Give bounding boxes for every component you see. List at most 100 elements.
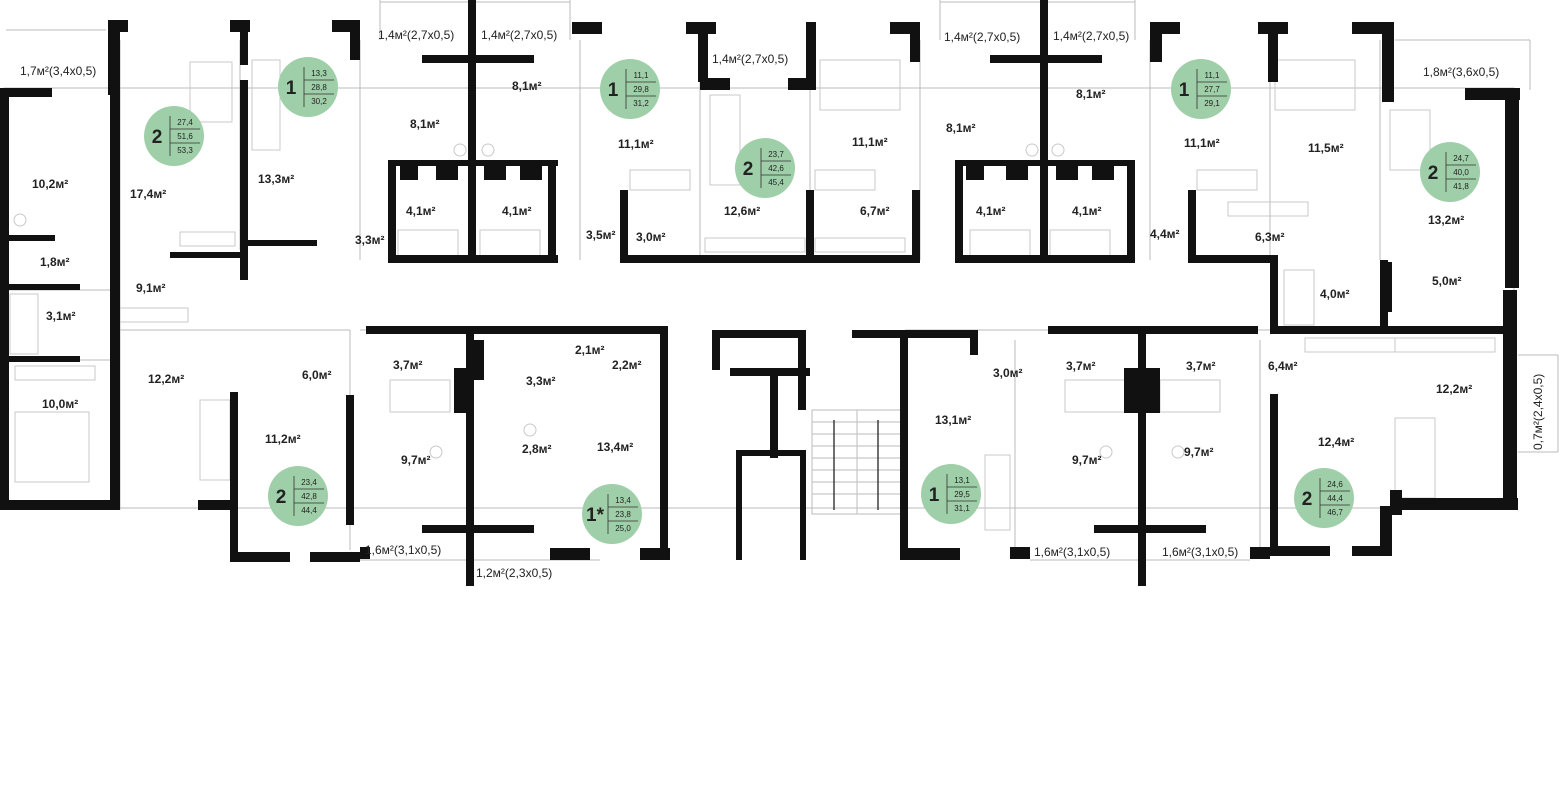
apartment-badge: 2 24,6 44,4 46,7 (1294, 468, 1354, 528)
room-area-label: 6,3м² (1255, 230, 1285, 244)
balcony-label: 1,6м²(3,1х0,5) (1162, 545, 1238, 559)
room-area-label: 5,0м² (1432, 274, 1462, 288)
room-area-label: 3,0м² (993, 366, 1023, 380)
badge-circle (921, 464, 981, 524)
room-area-label: 8,1м² (512, 79, 542, 93)
room-area-label: 4,4м² (1150, 227, 1180, 241)
room-area-label: 11,5м² (1308, 141, 1344, 155)
room-area-label: 3,5м² (586, 228, 616, 242)
balcony-label: 1,4м²(2,7х0,5) (481, 28, 557, 42)
badge-area-value: 24,6 (1327, 480, 1343, 489)
room-area-label: 13,3м² (258, 172, 294, 186)
badge-area-value: 27,7 (1204, 85, 1220, 94)
staircase (811, 409, 903, 515)
badge-area-value: 13,3 (311, 69, 327, 78)
balcony-label: 1,6м²(3,1х0,5) (365, 543, 441, 557)
room-area-label: 11,1м² (618, 137, 654, 151)
balcony-label: 1,4м²(2,7х0,5) (1053, 29, 1129, 43)
apartment-badge: 113,328,830,2 (278, 57, 338, 117)
badge-circle (1420, 142, 1480, 202)
room-area-label: 3,3м² (355, 233, 385, 247)
room-area-label: 3,7м² (1066, 359, 1096, 373)
room-area-label: 3,1м² (46, 309, 76, 323)
badge-circle (1171, 59, 1231, 119)
badge-room-count: 1 (929, 485, 940, 506)
room-area-label: 2,1м² (575, 343, 605, 357)
badge-room-count: 1* (586, 505, 605, 526)
balcony-label: 1,4м²(2,7х0,5) (944, 30, 1020, 44)
room-area-label: 3,7м² (393, 358, 423, 372)
badge-area-value: 29,5 (954, 490, 970, 499)
room-area-label: 9,7м² (401, 453, 431, 467)
apartment-badge: 111,129,831,2 (600, 59, 660, 119)
badge-circle (144, 106, 204, 166)
room-area-label: 11,1м² (1184, 136, 1220, 150)
room-area-label: 12,6м² (724, 204, 760, 218)
room-area-label: 8,1м² (410, 117, 440, 131)
room-area-label: 6,7м² (860, 204, 890, 218)
room-area-label: 9,7м² (1072, 453, 1102, 467)
walls (0, 0, 1520, 586)
badge-area-value: 51,6 (177, 132, 193, 141)
badge-area-value: 45,4 (768, 178, 784, 187)
badge-room-count: 2 (1428, 163, 1439, 184)
room-area-label: 8,1м² (1076, 87, 1106, 101)
room-area-label: 6,4м² (1268, 359, 1298, 373)
room-area-label: 4,1м² (976, 204, 1006, 218)
badge-area-value: 42,6 (768, 164, 784, 173)
badge-area-value: 11,1 (634, 71, 650, 80)
room-area-label: 1,8м² (40, 255, 70, 269)
badge-area-value: 23,4 (301, 478, 317, 487)
badge-room-count: 2 (276, 487, 287, 508)
badge-circle (600, 59, 660, 119)
apartment-badge: 2 23,4 42,8 44,4 (268, 466, 328, 526)
balcony-label: 1,6м²(3,1х0,5) (1034, 545, 1110, 559)
balcony-label: 1,2м²(2,3х0,5) (476, 566, 552, 580)
badge-room-count: 1 (608, 80, 619, 101)
badge-area-value: 44,4 (301, 506, 317, 515)
badge-circle (278, 57, 338, 117)
badge-area-value: 23,8 (615, 510, 631, 519)
balcony-label: 1,7м²(3,4х0,5) (20, 64, 96, 78)
apartment-badge: 1*13,423,825,0 (582, 484, 642, 544)
badge-area-value: 13,1 (954, 476, 970, 485)
room-area-label: 12,2м² (148, 372, 184, 386)
badge-area-value: 53,3 (177, 146, 193, 155)
room-area-label: 11,1м² (852, 135, 888, 149)
badge-area-value: 46,7 (1327, 508, 1343, 517)
room-area-label: 12,2м² (1436, 382, 1472, 396)
badge-area-value: 44,4 (1327, 494, 1343, 503)
room-area-label: 4,0м² (1320, 287, 1350, 301)
badge-room-count: 1 (1179, 80, 1190, 101)
room-area-label: 10,0м² (42, 397, 78, 411)
badge-room-count: 1 (286, 78, 297, 99)
badge-area-value: 24,7 (1453, 154, 1469, 163)
room-area-label: 17,4м² (130, 187, 166, 201)
badge-area-value: 11,1 (1205, 71, 1221, 80)
balcony-label: 1,4м²(2,7х0,5) (712, 52, 788, 66)
badge-area-value: 13,4 (615, 496, 631, 505)
room-area-label: 6,0м² (302, 368, 332, 382)
room-area-label: 3,3м² (526, 374, 556, 388)
room-area-label: 13,2м² (1428, 213, 1464, 227)
room-area-label: 13,1м² (935, 413, 971, 427)
badge-area-value: 27,4 (177, 118, 193, 127)
badge-room-count: 2 (1302, 489, 1313, 510)
badge-area-value: 42,8 (301, 492, 317, 501)
badge-room-count: 2 (743, 159, 754, 180)
apartment-badge: 1 11,1 27,7 29,1 (1171, 59, 1231, 119)
room-area-label: 4,1м² (502, 204, 532, 218)
room-area-label: 2,8м² (522, 442, 552, 456)
room-area-label: 11,2м² (265, 432, 301, 446)
badge-area-value: 30,2 (311, 97, 327, 106)
room-area-label: 4,1м² (406, 204, 436, 218)
room-area-label: 2,2м² (612, 358, 642, 372)
room-area-label: 9,7м² (1184, 445, 1214, 459)
apartment-badge: 223,742,645,4 (735, 138, 795, 198)
badge-area-value: 40,0 (1453, 168, 1469, 177)
room-area-label: 10,2м² (32, 177, 68, 191)
badge-circle (268, 466, 328, 526)
badge-area-value: 29,1 (1204, 99, 1220, 108)
badge-area-value: 29,8 (633, 85, 649, 94)
